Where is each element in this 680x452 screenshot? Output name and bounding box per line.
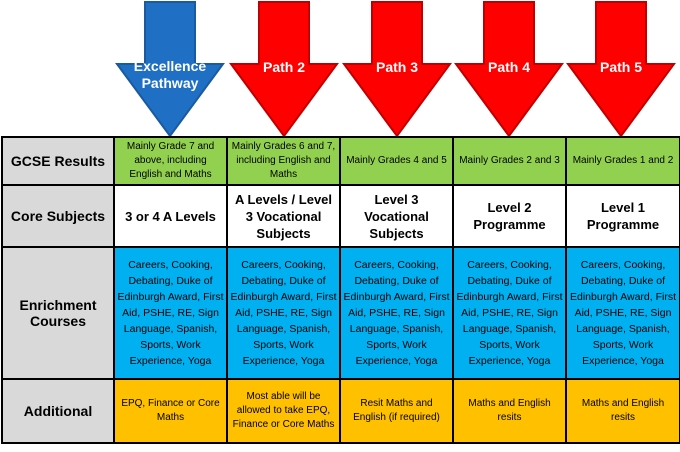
down-arrow-icon — [342, 1, 452, 138]
core-cell-excellence: 3 or 4 A Levels — [113, 184, 228, 248]
enrichment-cell-path-5: Careers, Cooking, Debating, Duke of Edin… — [565, 246, 680, 380]
down-arrow-icon — [115, 1, 225, 138]
pathways-table: GCSE Results Mainly Grade 7 and above, i… — [1, 136, 680, 444]
arrow-label: Path 4 — [487, 59, 530, 75]
arrow-label-line: Pathway — [141, 75, 199, 91]
row-header-gcse-results: GCSE Results — [1, 136, 115, 186]
additional-cell-path-4: Maths and English resits — [452, 378, 567, 444]
arrow-label: Path 3 — [375, 59, 418, 75]
arrow-label: Path 2 — [262, 59, 305, 75]
additional-cell-path-3: Resit Maths and English (if required) — [339, 378, 454, 444]
table-row-additional: Additional EPQ, Finance or Core Maths Mo… — [1, 378, 680, 444]
row-header-core-subjects: Core Subjects — [1, 184, 115, 248]
row-header-enrichment-courses: Enrichment Courses — [1, 246, 115, 380]
table-row-enrichment-courses: Enrichment Courses Careers, Cooking, Deb… — [1, 246, 680, 380]
row-header-additional: Additional — [1, 378, 115, 444]
additional-cell-path-2: Most able will be allowed to take EPQ, F… — [226, 378, 341, 444]
arrow-label-line: Excellence — [133, 58, 207, 74]
gcse-cell-path-3: Mainly Grades 4 and 5 — [339, 136, 454, 186]
arrow-path-5: Path 5 — [566, 0, 676, 138]
enrichment-cell-path-4: Careers, Cooking, Debating, Duke of Edin… — [452, 246, 567, 380]
arrow-label: Excellence Pathway — [115, 58, 225, 92]
core-cell-path-4: Level 2 Programme — [452, 184, 567, 248]
gcse-cell-path-5: Mainly Grades 1 and 2 — [565, 136, 680, 186]
enrichment-cell-excellence: Careers, Cooking, Debating, Duke of Edin… — [113, 246, 228, 380]
table-row-gcse-results: GCSE Results Mainly Grade 7 and above, i… — [1, 136, 680, 186]
arrow-label: Path 5 — [599, 59, 642, 75]
table-row-core-subjects: Core Subjects 3 or 4 A Levels A Levels /… — [1, 184, 680, 248]
enrichment-cell-path-2: Careers, Cooking, Debating, Duke of Edin… — [226, 246, 341, 380]
core-cell-path-5: Level 1 Programme — [565, 184, 680, 248]
additional-cell-excellence: EPQ, Finance or Core Maths — [113, 378, 228, 444]
additional-cell-path-5: Maths and English resits — [565, 378, 680, 444]
arrow-path-2: Path 2 — [229, 0, 339, 138]
core-cell-path-2: A Levels / Level 3 Vocational Subjects — [226, 184, 341, 248]
gcse-cell-path-2: Mainly Grades 6 and 7, including English… — [226, 136, 341, 186]
core-cell-path-3: Level 3 Vocational Subjects — [339, 184, 454, 248]
arrow-path-4: Path 4 — [454, 0, 564, 138]
enrichment-cell-path-3: Careers, Cooking, Debating, Duke of Edin… — [339, 246, 454, 380]
arrow-excellence-pathway: Excellence Pathway — [115, 0, 225, 138]
gcse-cell-path-4: Mainly Grades 2 and 3 — [452, 136, 567, 186]
down-arrow-icon — [566, 1, 676, 138]
down-arrow-icon — [454, 1, 564, 138]
down-arrow-icon — [229, 1, 339, 138]
gcse-cell-excellence: Mainly Grade 7 and above, including Engl… — [113, 136, 228, 186]
arrow-path-3: Path 3 — [342, 0, 452, 138]
